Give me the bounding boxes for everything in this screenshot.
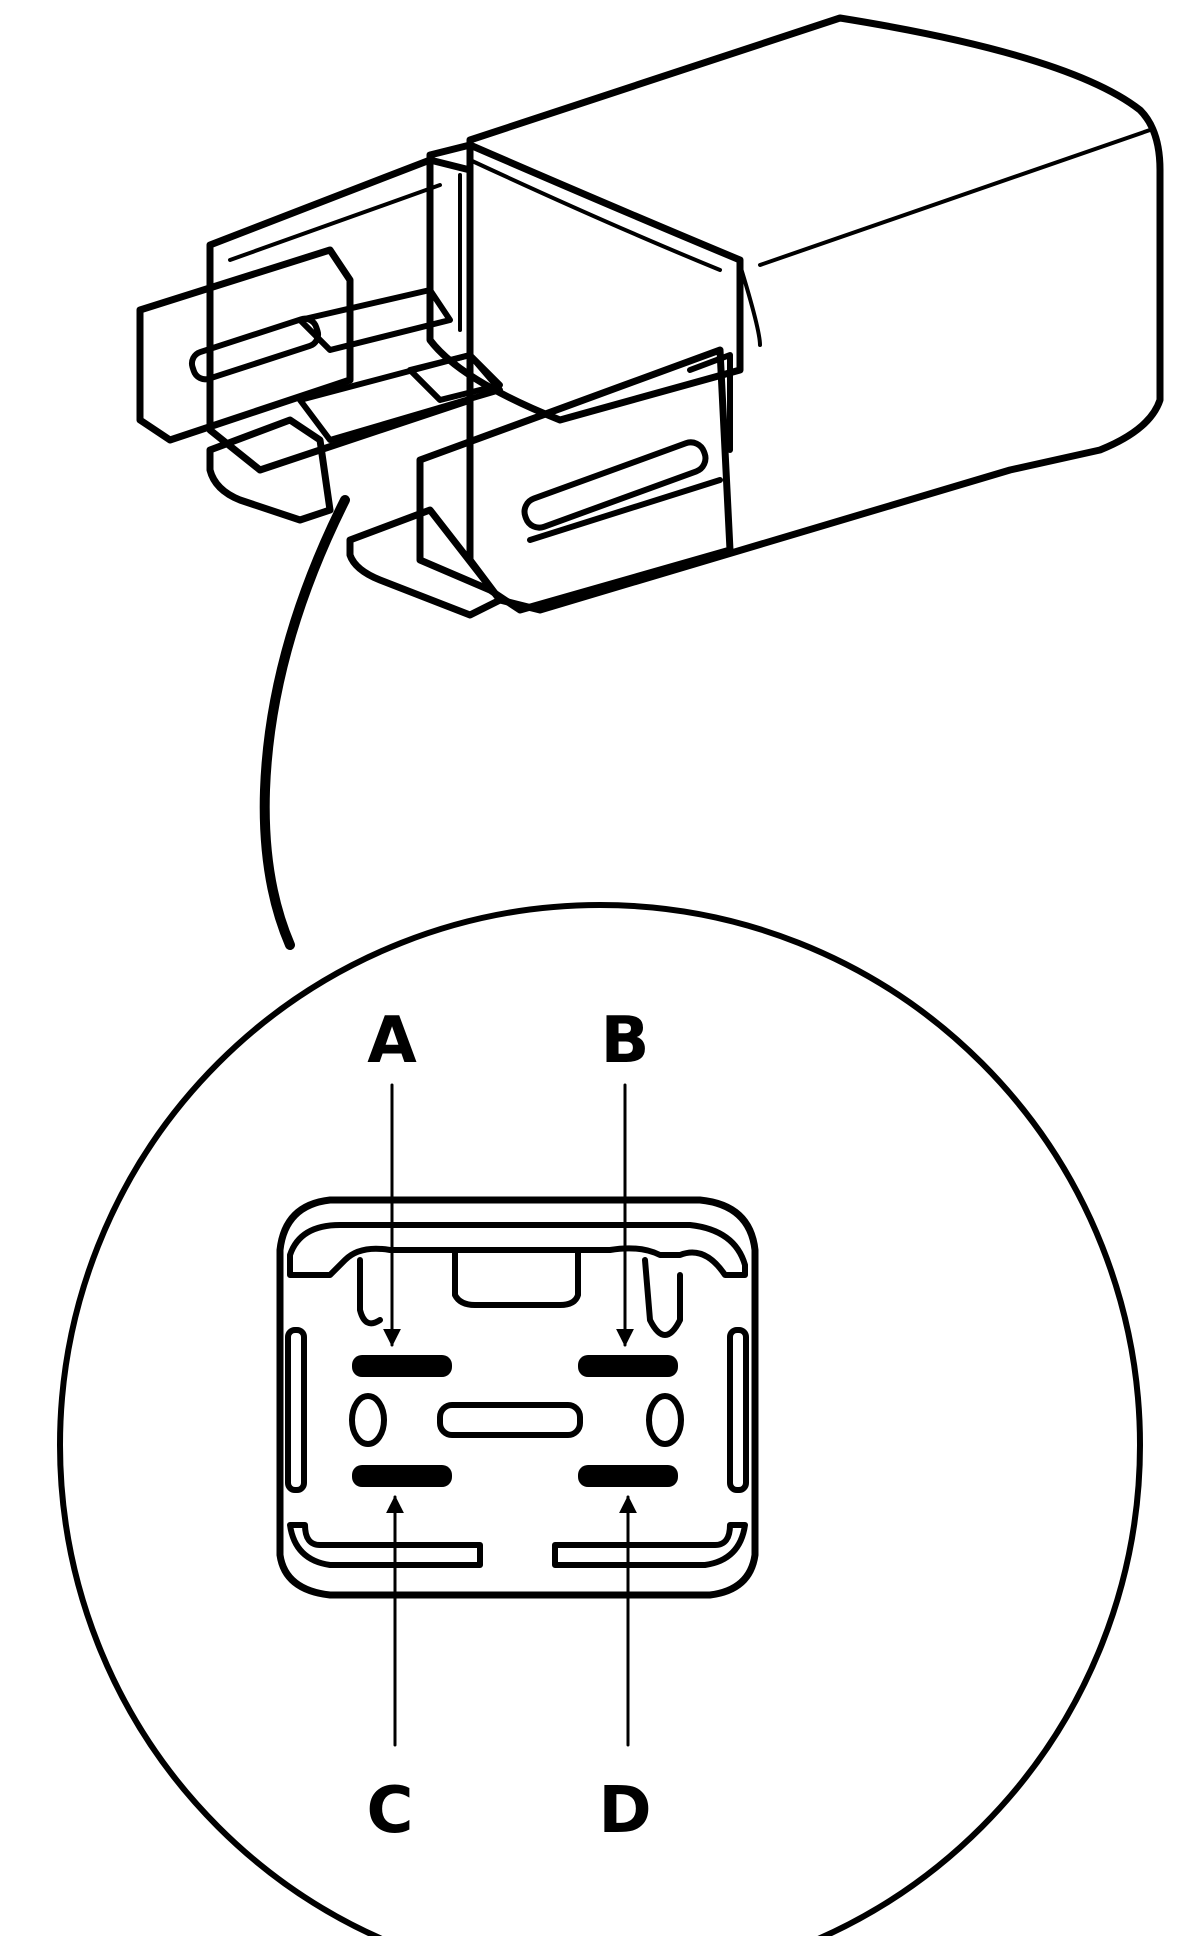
pin-c: [352, 1465, 452, 1487]
pin-a: [352, 1355, 452, 1377]
pin-label-c: C: [367, 1774, 414, 1848]
connector-pins: [352, 1355, 678, 1487]
callout-leader-line: [259, 495, 350, 950]
relay-terminals: [136, 246, 734, 619]
pin-label-b: B: [601, 1004, 650, 1078]
pin-label-a: A: [367, 1004, 417, 1078]
pin-d: [578, 1465, 678, 1487]
pin-leader-arrows: [383, 1083, 637, 1747]
pin-b: [578, 1355, 678, 1377]
magnifier-circle: [57, 902, 1143, 1936]
pin-label-d: D: [598, 1774, 651, 1848]
connector-face: [276, 1196, 759, 1599]
